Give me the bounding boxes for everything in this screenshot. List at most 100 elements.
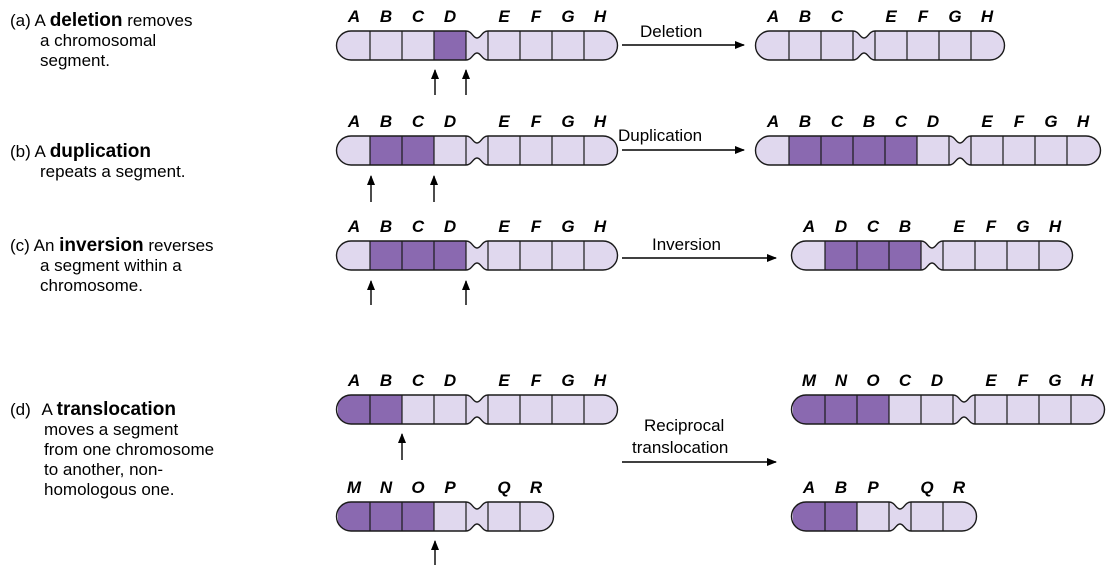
chromosome-outline	[754, 30, 1006, 61]
gene-label: C	[831, 7, 844, 26]
gene-label: N	[835, 371, 848, 390]
translocation-label-line1: Reciprocal	[644, 416, 724, 435]
chromosome-outline	[335, 394, 619, 425]
gene-label: A	[802, 217, 815, 236]
gene-segment-highlighted	[338, 395, 370, 424]
gene-label: E	[885, 7, 897, 26]
gene-label: C	[412, 371, 425, 390]
chromosome-outline	[335, 30, 619, 61]
gene-label: F	[918, 7, 929, 26]
gene-label: E	[498, 371, 510, 390]
gene-segment-highlighted	[402, 241, 434, 270]
gene-label: O	[411, 478, 424, 497]
gene-label: F	[1018, 371, 1029, 390]
gene-label: E	[498, 112, 510, 131]
gene-label: M	[347, 478, 362, 497]
gene-label: B	[380, 112, 392, 131]
gene-label: R	[530, 478, 543, 497]
gene-label: H	[594, 112, 607, 131]
description-translocation: (d) A translocation moves a segment from…	[10, 399, 215, 500]
gene-label: F	[1014, 112, 1025, 131]
gene-label: B	[863, 112, 875, 131]
chromosome-outline	[335, 501, 555, 532]
arrow-labels: Deletion Duplication Inversion Reciproca…	[618, 22, 728, 457]
gene-label: D	[927, 112, 939, 131]
gene-label: P	[867, 478, 879, 497]
gene-label: C	[895, 112, 908, 131]
gene-label: B	[799, 112, 811, 131]
gene-label: F	[531, 7, 542, 26]
gene-label: D	[835, 217, 847, 236]
gene-label: D	[444, 7, 456, 26]
gene-label: E	[953, 217, 965, 236]
gene-label: D	[931, 371, 943, 390]
description-deletion: (a) A deletion removes a chromosomal seg…	[10, 10, 193, 71]
gene-label: F	[531, 112, 542, 131]
gene-label: A	[347, 371, 360, 390]
chromosome-outline	[335, 240, 619, 271]
gene-label: G	[948, 7, 961, 26]
gene-segment-highlighted	[853, 136, 885, 165]
gene-label: G	[1044, 112, 1057, 131]
inversion-label: Inversion	[652, 235, 721, 254]
gene-label: H	[594, 217, 607, 236]
gene-label: B	[835, 478, 847, 497]
gene-segment-highlighted	[857, 395, 889, 424]
gene-label: H	[981, 7, 994, 26]
gene-segment-highlighted	[434, 241, 466, 270]
gene-label: G	[1016, 217, 1029, 236]
term-deletion: deletion	[49, 10, 123, 31]
gene-label: A	[347, 112, 360, 131]
gene-label: C	[831, 112, 844, 131]
gene-label: C	[412, 7, 425, 26]
gene-label: C	[412, 112, 425, 131]
gene-label: D	[444, 217, 456, 236]
gene-label: A	[347, 217, 360, 236]
gene-label: A	[766, 112, 779, 131]
deletion-label: Deletion	[640, 22, 702, 41]
gene-label: B	[380, 217, 392, 236]
gene-label: H	[1081, 371, 1094, 390]
gene-label: H	[594, 7, 607, 26]
gene-label: B	[380, 7, 392, 26]
process-arrows	[622, 41, 777, 466]
gene-segment-highlighted	[825, 395, 857, 424]
gene-label: C	[899, 371, 912, 390]
gene-segment-highlighted	[825, 502, 857, 531]
gene-segment-highlighted	[402, 136, 434, 165]
gene-segment-highlighted	[370, 136, 402, 165]
gene-label: Q	[920, 478, 933, 497]
translocation-label-line2: translocation	[632, 438, 728, 457]
chromosome-outline	[790, 394, 1106, 425]
chromosome-outline	[790, 501, 978, 532]
gene-label: D	[444, 112, 456, 131]
gene-label: G	[561, 7, 574, 26]
gene-segment-highlighted	[857, 241, 889, 270]
gene-label: M	[802, 371, 817, 390]
gene-segment-highlighted	[338, 502, 370, 531]
gene-segment-highlighted	[789, 136, 821, 165]
gene-segment-highlighted	[370, 395, 402, 424]
term-duplication: duplication	[49, 141, 152, 162]
gene-label: H	[1049, 217, 1062, 236]
gene-label: D	[444, 371, 456, 390]
gene-label: B	[899, 217, 911, 236]
gene-label: R	[953, 478, 966, 497]
gene-segment-highlighted	[370, 502, 402, 531]
gene-label: F	[531, 371, 542, 390]
gene-label: A	[802, 478, 815, 497]
chromosome-outline	[335, 135, 619, 166]
gene-label: F	[531, 217, 542, 236]
gene-label: G	[561, 371, 574, 390]
breakpoint-arrows	[367, 69, 470, 565]
